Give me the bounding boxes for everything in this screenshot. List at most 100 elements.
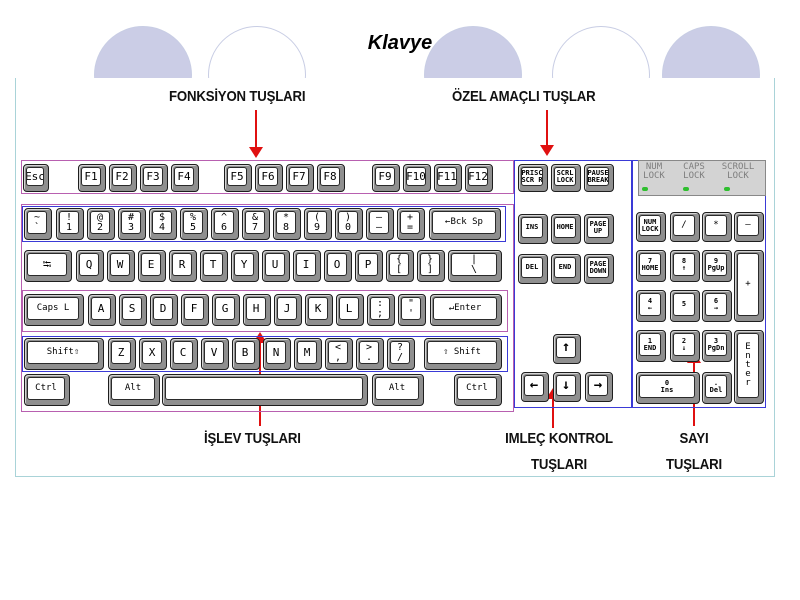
key-e[interactable]: E — [138, 250, 166, 282]
key-a[interactable]: A — [88, 294, 116, 326]
key-2[interactable]: @ 2 — [87, 208, 115, 240]
key-arrow-up[interactable]: ↑ — [553, 334, 581, 364]
key-f8[interactable]: F8 — [317, 164, 345, 192]
key-esc[interactable]: Esc — [23, 164, 49, 192]
key-f4[interactable]: F4 — [171, 164, 199, 192]
key-left-bracket[interactable]: { [ — [386, 250, 414, 282]
key-9[interactable]: ( 9 — [304, 208, 332, 240]
key-r[interactable]: R — [169, 250, 197, 282]
key-num-4[interactable]: 4 ← — [636, 290, 666, 322]
key-scroll-lock[interactable]: SCRL LOCK — [551, 164, 581, 192]
key-s[interactable]: S — [119, 294, 147, 326]
key-8[interactable]: * 8 — [273, 208, 301, 240]
key-f2[interactable]: F2 — [109, 164, 137, 192]
key-num-2[interactable]: 2 ↓ — [670, 330, 700, 362]
key-0[interactable]: ) 0 — [335, 208, 363, 240]
key-num-7[interactable]: 7 HOME — [636, 250, 666, 282]
key-f9[interactable]: F9 — [372, 164, 400, 192]
key-minus[interactable]: — – — [366, 208, 394, 240]
key-right-alt[interactable]: Alt — [372, 374, 424, 406]
key-pause-break[interactable]: PAUSE BREAK — [584, 164, 614, 192]
key-h[interactable]: H — [243, 294, 271, 326]
key-arrow-down[interactable]: ↓ — [553, 372, 581, 402]
key-f5[interactable]: F5 — [224, 164, 252, 192]
key-home[interactable]: HOME — [551, 214, 581, 244]
key-1[interactable]: ! 1 — [56, 208, 84, 240]
key-page-up[interactable]: PAGE UP — [584, 214, 614, 244]
key-end[interactable]: END — [551, 254, 581, 284]
key-m[interactable]: M — [294, 338, 322, 370]
key-y[interactable]: Y — [231, 250, 259, 282]
key-f6[interactable]: F6 — [255, 164, 283, 192]
key-comma[interactable]: < , — [325, 338, 353, 370]
key-num-3[interactable]: 3 PgDn — [702, 330, 732, 362]
key-num-multiply[interactable]: * — [702, 212, 732, 242]
key-insert[interactable]: INS — [518, 214, 548, 244]
key-x[interactable]: X — [139, 338, 167, 370]
key-num-enter[interactable]: E n t e r — [734, 330, 764, 404]
key-right-ctrl[interactable]: Ctrl — [454, 374, 502, 406]
key-quote[interactable]: " ' — [398, 294, 426, 326]
key-k[interactable]: K — [305, 294, 333, 326]
key-space[interactable] — [162, 374, 368, 406]
key-i[interactable]: I — [293, 250, 321, 282]
key-backslash[interactable]: | \ — [448, 250, 502, 282]
key-5[interactable]: % 5 — [180, 208, 208, 240]
key-v[interactable]: V — [201, 338, 229, 370]
key-f11[interactable]: F11 — [434, 164, 462, 192]
key-arrow-right[interactable]: → — [585, 372, 613, 402]
key-l[interactable]: L — [336, 294, 364, 326]
key-w[interactable]: W — [107, 250, 135, 282]
key-t[interactable]: T — [200, 250, 228, 282]
key-z[interactable]: Z — [108, 338, 136, 370]
key-num-8[interactable]: 8 ↑ — [670, 250, 700, 282]
key-print-screen[interactable]: PRISC SCR R — [518, 164, 548, 192]
key-u[interactable]: U — [262, 250, 290, 282]
key-slash[interactable]: ? / — [387, 338, 415, 370]
key-num-5[interactable]: 5 — [670, 290, 700, 322]
key-backspace[interactable]: ←Bck Sp — [429, 208, 501, 240]
key-num-lock[interactable]: NUM LOCK — [636, 212, 666, 242]
key-period[interactable]: > . — [356, 338, 384, 370]
key-f3[interactable]: F3 — [140, 164, 168, 192]
key-c[interactable]: C — [170, 338, 198, 370]
key-d[interactable]: D — [150, 294, 178, 326]
key-7[interactable]: & 7 — [242, 208, 270, 240]
key-num-1[interactable]: 1 END — [636, 330, 666, 362]
key-num-divide[interactable]: / — [670, 212, 700, 242]
key-left-shift[interactable]: Shift⇧ — [24, 338, 104, 370]
key-num-plus[interactable]: + — [734, 250, 764, 322]
key-6[interactable]: ^ 6 — [211, 208, 239, 240]
key-equals[interactable]: + = — [397, 208, 425, 240]
key-num-minus[interactable]: — — [734, 212, 764, 242]
key-o[interactable]: O — [324, 250, 352, 282]
key-j[interactable]: J — [274, 294, 302, 326]
key-p[interactable]: P — [355, 250, 383, 282]
key-4[interactable]: $ 4 — [149, 208, 177, 240]
key-f12[interactable]: F12 — [465, 164, 493, 192]
key-num-9[interactable]: 9 PgUp — [702, 250, 732, 282]
key-tab[interactable]: ⭾ — [24, 250, 72, 282]
key-left-ctrl[interactable]: Ctrl — [24, 374, 70, 406]
key-3[interactable]: # 3 — [118, 208, 146, 240]
key-right-shift[interactable]: ⇧ Shift — [424, 338, 502, 370]
key-f7[interactable]: F7 — [286, 164, 314, 192]
key-f[interactable]: F — [181, 294, 209, 326]
key-caps-lock[interactable]: Caps L — [24, 294, 84, 326]
key-g[interactable]: G — [212, 294, 240, 326]
key-enter[interactable]: ↵Enter — [430, 294, 502, 326]
key-n[interactable]: N — [263, 338, 291, 370]
key-f10[interactable]: F10 — [403, 164, 431, 192]
key-f1[interactable]: F1 — [78, 164, 106, 192]
key-q[interactable]: Q — [76, 250, 104, 282]
key-left-alt[interactable]: Alt — [108, 374, 160, 406]
key-right-bracket[interactable]: } ] — [417, 250, 445, 282]
key-num-decimal[interactable]: . Del — [702, 372, 732, 404]
key-semicolon[interactable]: : ; — [367, 294, 395, 326]
key-backtick[interactable]: ~ ` — [24, 208, 52, 240]
key-arrow-left[interactable]: ← — [521, 372, 549, 402]
key-b[interactable]: B — [232, 338, 260, 370]
key-num-0[interactable]: 0 Ins — [636, 372, 700, 404]
key-num-6[interactable]: 6 → — [702, 290, 732, 322]
key-page-down[interactable]: PAGE DOWN — [584, 254, 614, 284]
